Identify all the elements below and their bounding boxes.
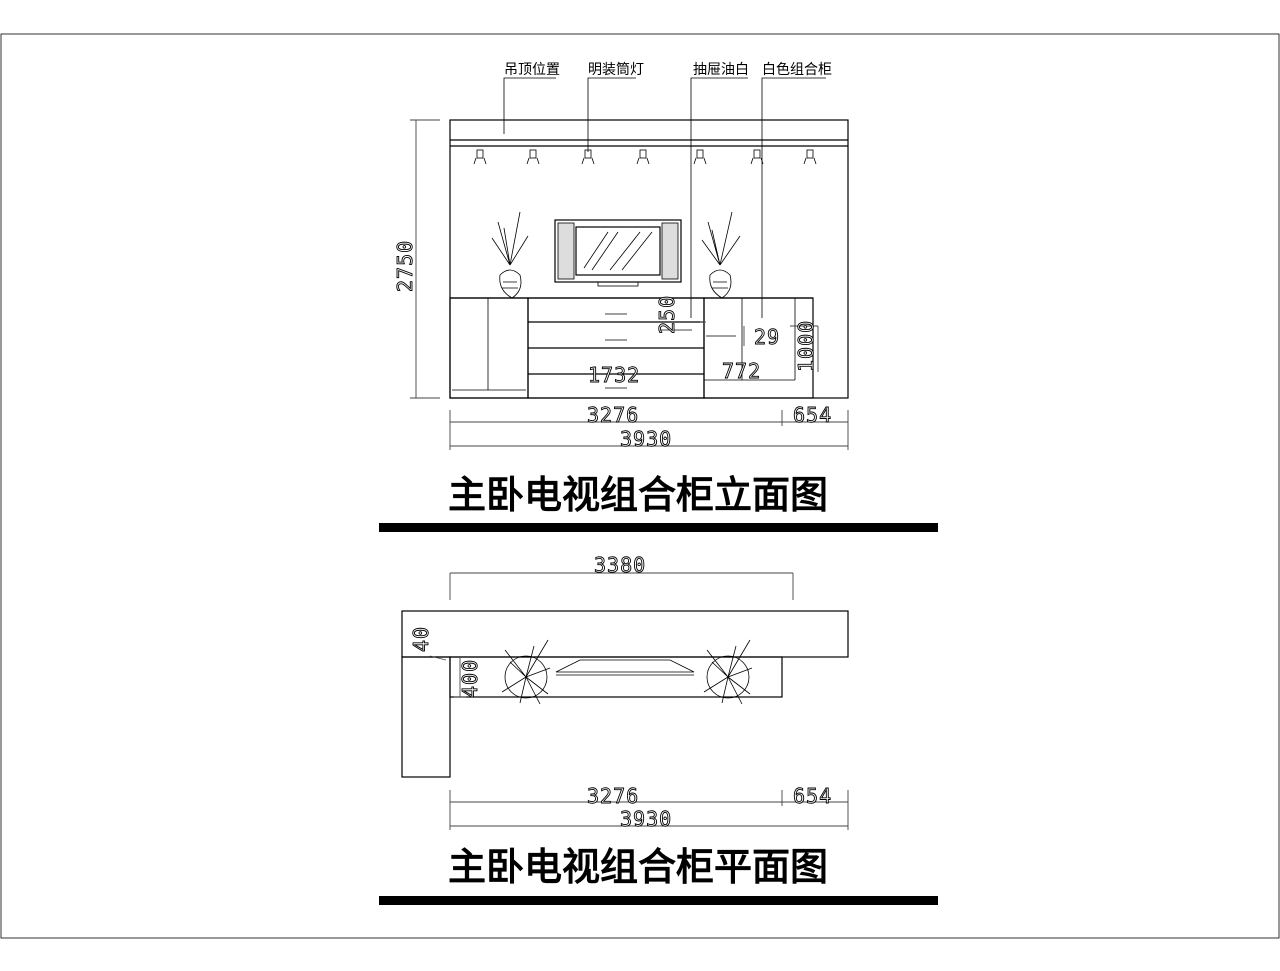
dim-width-total: 3930: [620, 427, 672, 451]
dim-plan-width-main: 3276: [587, 784, 639, 808]
dim-height-line: [410, 119, 440, 399]
plan-title: 主卧电视组合柜平面图: [448, 845, 828, 889]
plan-title-bar: [379, 896, 938, 905]
callout-drawer: 抽屉油白: [693, 62, 749, 78]
dim-step: 250: [655, 295, 679, 334]
cabinet-unit: [449, 297, 814, 399]
dim-cabinet-width: 772: [722, 359, 761, 383]
elevation-drawing: 吊顶位置 明装筒灯 抽屉油白 白色组合柜 2750 250 29 1000 17…: [379, 61, 938, 532]
plan-drawing: 3380 40 400: [379, 553, 938, 905]
callout-ceiling: 吊顶位置: [504, 62, 560, 78]
dim-drawer-width: 1732: [588, 363, 640, 387]
dim-lines-plan-bottom: [449, 790, 849, 830]
dim-lines-elevation: [449, 321, 849, 450]
sheet-border: [0, 33, 1280, 939]
plant-topview-right: [703, 639, 753, 705]
dim-plan-top: 3380: [594, 553, 646, 577]
elevation-title: 主卧电视组合柜立面图: [448, 473, 828, 517]
dim-plan-depth: 400: [458, 659, 482, 698]
dim-width-main: 3276: [587, 403, 639, 427]
vase-right: [701, 211, 741, 299]
plant-topview-left: [501, 639, 551, 705]
dim-lines-plan-top: [449, 572, 794, 600]
dim-small: 29: [754, 325, 780, 349]
callout-cabinet: 白色组合柜: [762, 61, 832, 78]
tv-set: [554, 219, 682, 287]
callout-leaders: [503, 77, 826, 318]
elevation-frame: [449, 119, 849, 399]
dim-plan-width-total: 3930: [620, 807, 672, 831]
callout-downlight: 明装筒灯: [588, 61, 644, 78]
dim-width-side: 654: [793, 403, 832, 427]
dim-plan-width-side: 654: [793, 784, 832, 808]
elevation-title-bar: [379, 523, 938, 532]
dim-plan-offset: 40: [409, 626, 433, 652]
dim-height-total: 2750: [393, 240, 417, 292]
dim-lines-plan-side: [429, 655, 466, 698]
plan-cabinet-outline: [401, 610, 849, 778]
dim-cabinet-height: 1000: [794, 320, 818, 372]
downlight-row: [473, 149, 817, 165]
vase-left: [491, 211, 529, 299]
